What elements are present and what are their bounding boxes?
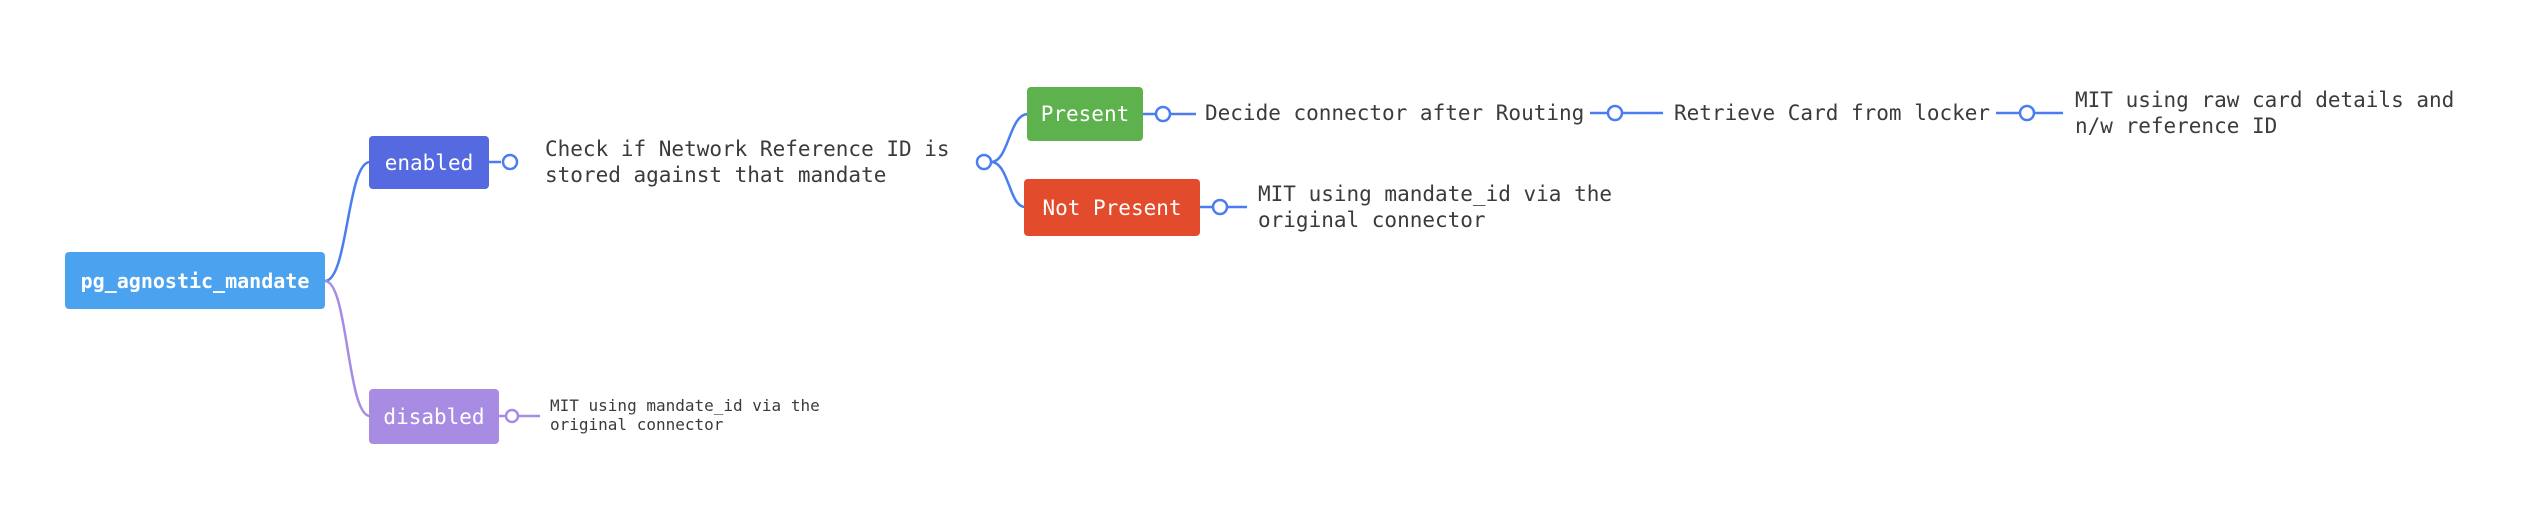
node-mit-raw-card: MIT using raw card details and n/w refer… — [2075, 88, 2455, 138]
fold-circle-not-present[interactable] — [1211, 198, 1229, 216]
node-not-present[interactable]: Not Present — [1024, 179, 1200, 236]
node-pg-agnostic-mandate-label: pg_agnostic_mandate — [80, 268, 310, 293]
fold-circle-check[interactable] — [975, 153, 993, 171]
link-root-enabled — [324, 160, 371, 283]
node-not-present-label: Not Present — [1042, 195, 1182, 220]
link-check-present — [990, 112, 1029, 164]
node-present[interactable]: Present — [1027, 87, 1143, 141]
node-disabled-label: disabled — [383, 404, 485, 429]
fold-circle-enabled[interactable] — [501, 153, 519, 171]
fold-circle-retrieve[interactable] — [2018, 104, 2036, 122]
node-disabled[interactable]: disabled — [369, 389, 499, 444]
node-mit-original-connector: MIT using mandate_id via the original co… — [1258, 182, 1613, 232]
fold-circle-present[interactable] — [1154, 105, 1172, 123]
fold-circle-decide[interactable] — [1606, 104, 1624, 122]
node-enabled-label: enabled — [384, 150, 474, 175]
fold-circle-disabled[interactable] — [504, 408, 520, 424]
node-mit-original-connector-disabled: MIT using mandate_id via the original co… — [550, 396, 820, 434]
node-decide-connector: Decide connector after Routing — [1205, 101, 1585, 125]
node-enabled[interactable]: enabled — [369, 136, 489, 189]
node-pg-agnostic-mandate[interactable]: pg_agnostic_mandate — [65, 252, 325, 309]
node-present-label: Present — [1040, 102, 1130, 126]
node-check-network-reference: Check if Network Reference ID is stored … — [545, 137, 950, 187]
node-retrieve-card: Retrieve Card from locker — [1674, 101, 1991, 125]
link-root-disabled — [324, 279, 371, 418]
link-check-not-present — [990, 160, 1026, 209]
